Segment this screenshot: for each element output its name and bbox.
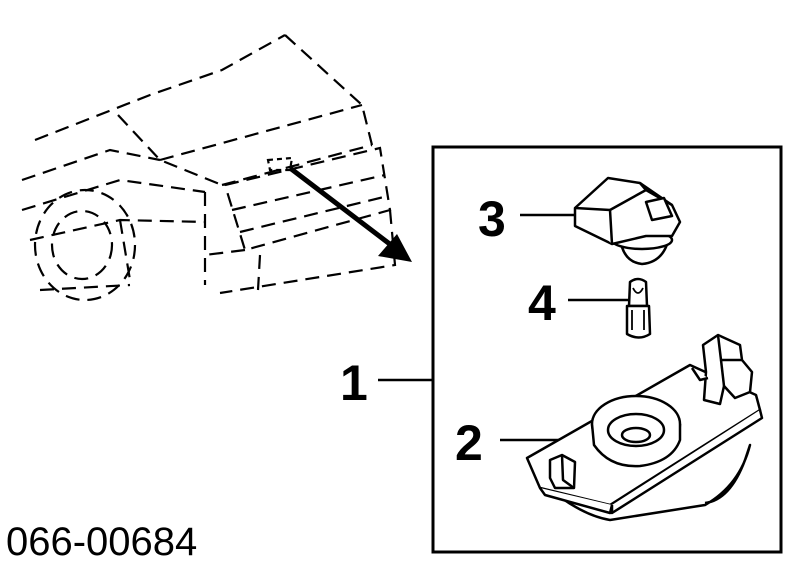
callout-4: 4 xyxy=(528,275,556,331)
pointer-arrow xyxy=(288,166,412,262)
callout-1: 1 xyxy=(340,355,368,411)
callout-3: 3 xyxy=(478,191,506,247)
detail-frame xyxy=(431,145,783,554)
bulb-part xyxy=(625,277,652,339)
housing-part xyxy=(525,333,764,522)
socket-part xyxy=(573,176,682,266)
illustration-number: 066-00684 xyxy=(6,520,198,564)
vehicle-outline xyxy=(21,34,397,302)
leader-lines xyxy=(378,213,628,442)
callout-2: 2 xyxy=(455,415,483,471)
